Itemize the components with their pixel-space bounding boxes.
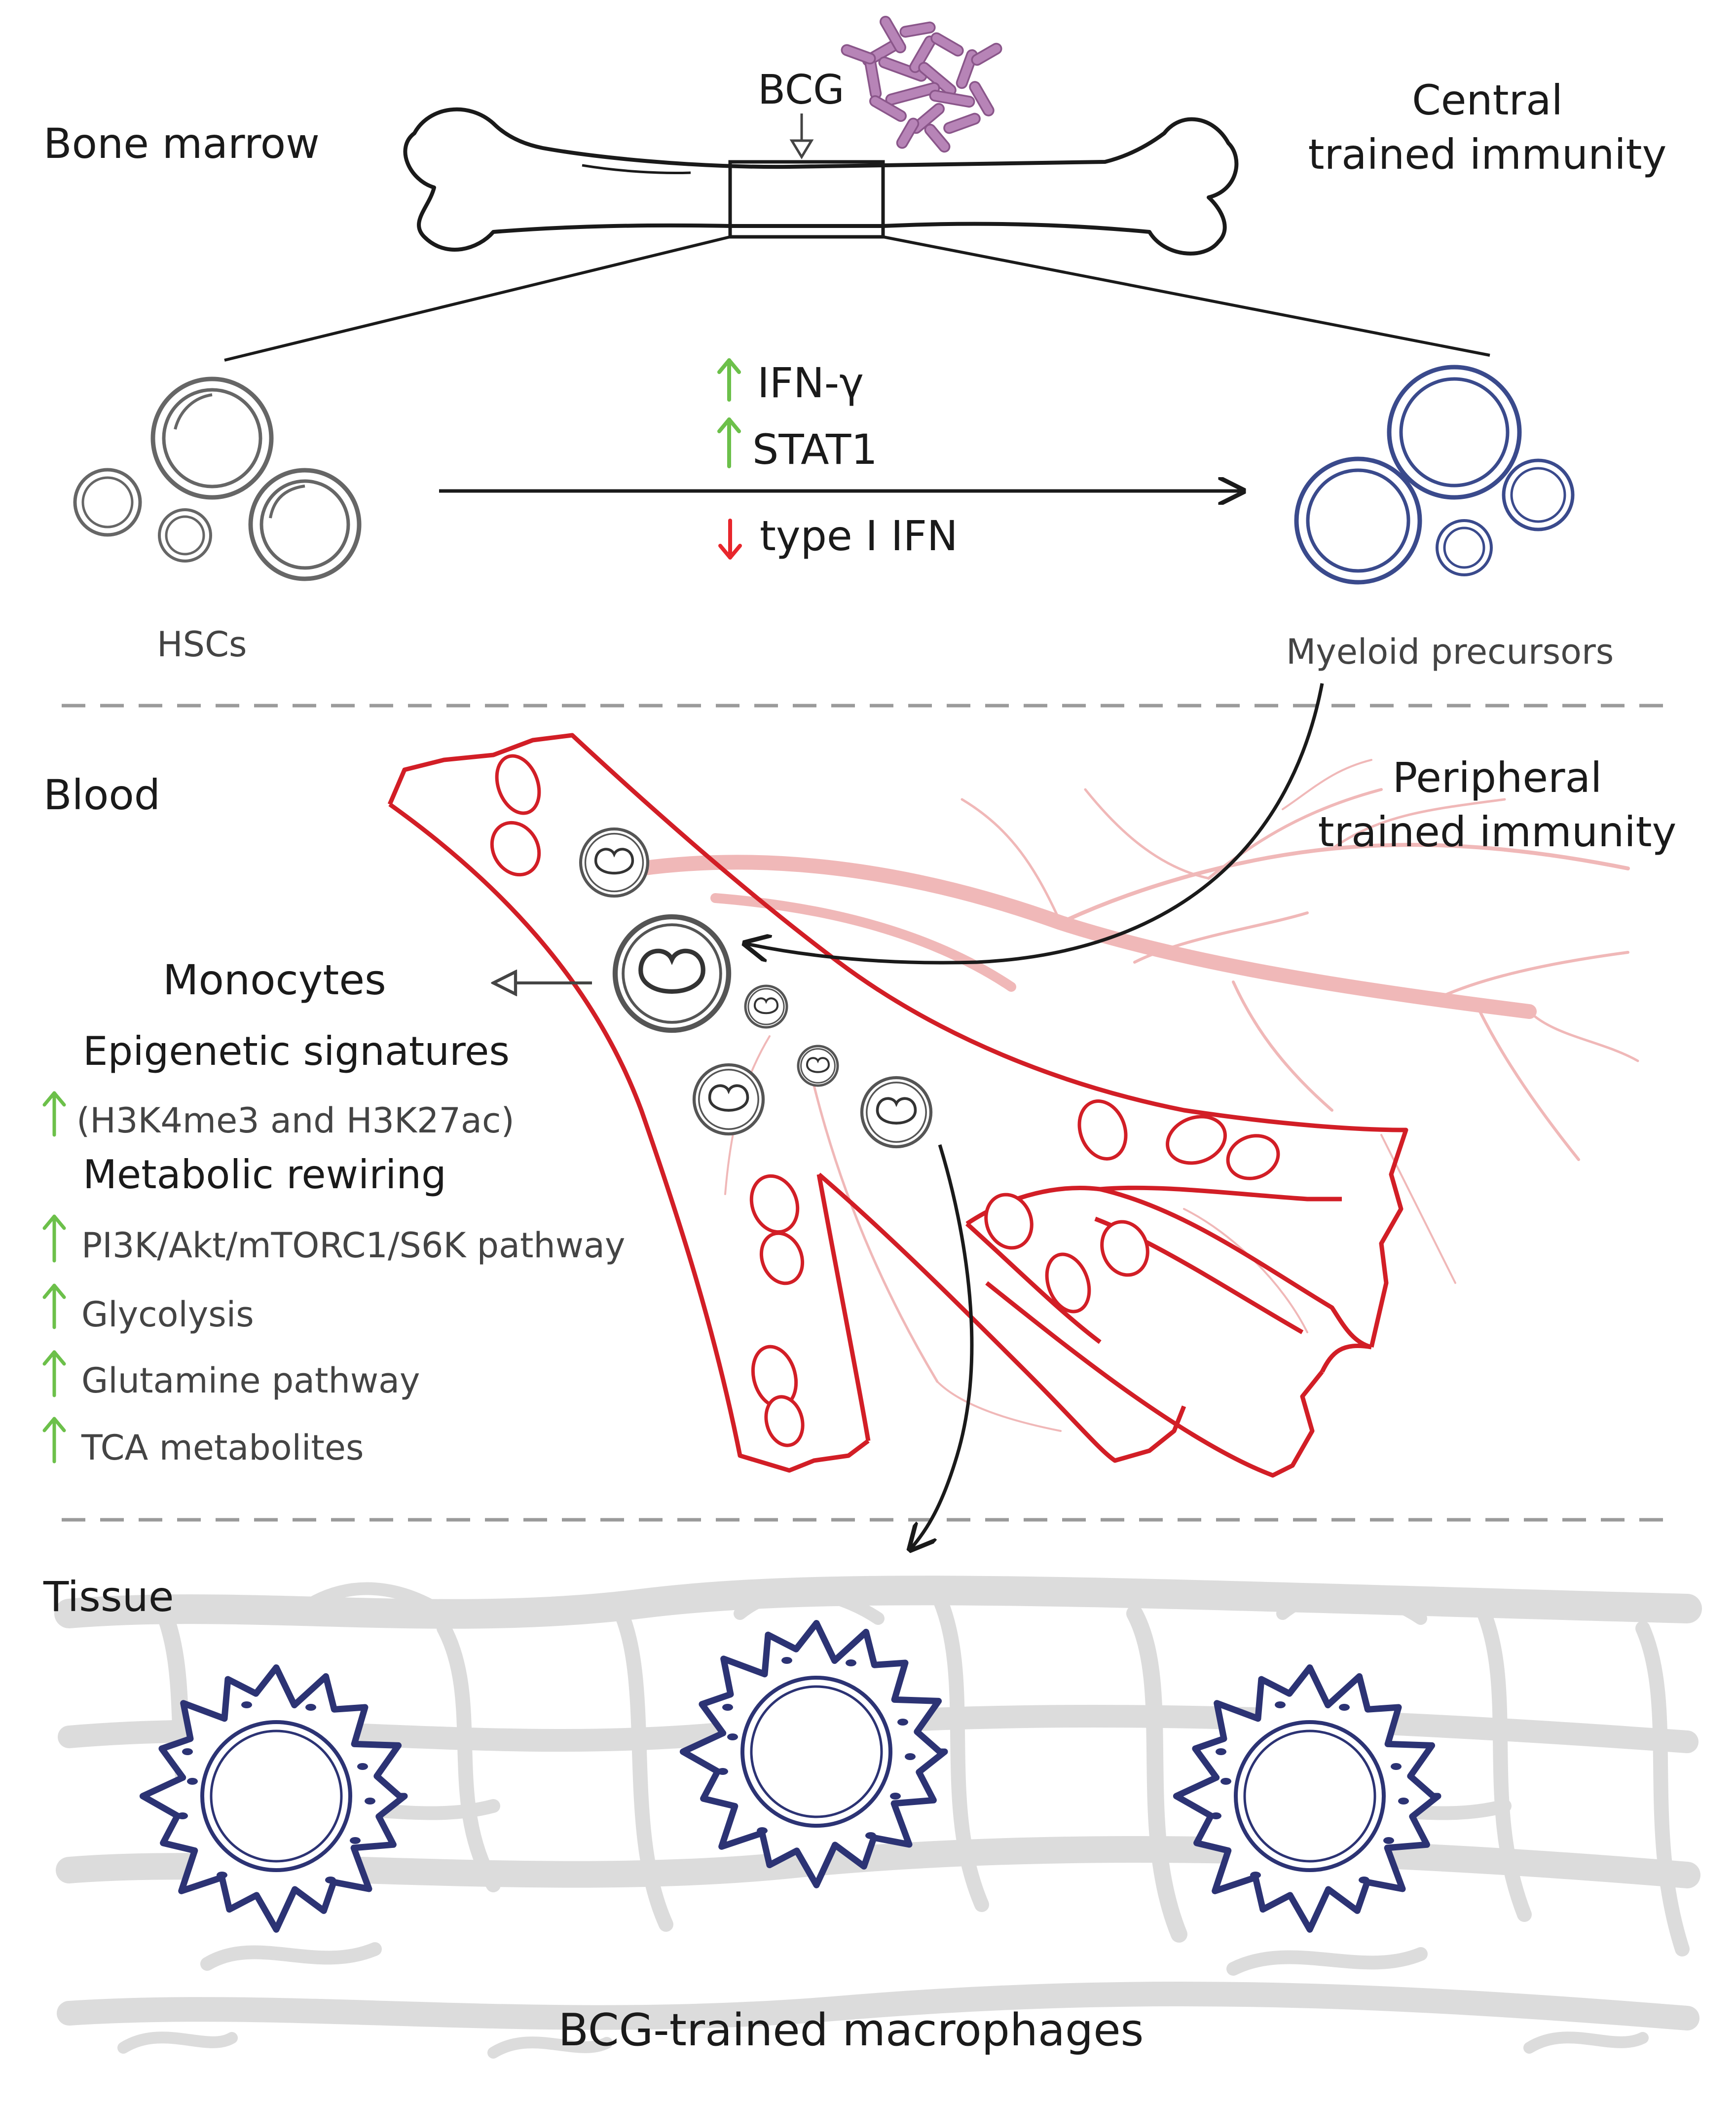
hsc-label: HSCs [157, 624, 247, 665]
signal-arrows [717, 358, 742, 560]
central-title-line2: trained immunity [1308, 130, 1667, 179]
bacterium-icon [912, 105, 943, 132]
macrophage-cells [139, 1620, 1441, 1933]
bacterium-icon [887, 83, 938, 104]
signal-label-stat1: STAT1 [752, 425, 878, 474]
macrophage-cell [139, 1664, 408, 1933]
bacterium-icon [945, 114, 979, 132]
migration-arrow-to-blood [745, 683, 1324, 965]
section-label-blood: Blood [43, 771, 160, 819]
signal-label-ifn-gamma: IFN-γ [757, 359, 864, 407]
epigenetic-item: (H3K4me3 and H3K27ac) [76, 1100, 515, 1141]
bcg-arrow [789, 113, 814, 159]
hsc-cells [73, 376, 362, 581]
monocyte-small [692, 1063, 765, 1136]
up-arrow-icon [42, 1350, 66, 1397]
metabolic-heading: Metabolic rewiring [83, 1152, 446, 1198]
monocyte-tiny [797, 1045, 839, 1087]
monocyte-tiny [744, 984, 788, 1029]
up-arrow-icon [717, 417, 741, 468]
migration-arrow-to-tissue [910, 1144, 974, 1549]
bacterium-icon [880, 58, 926, 80]
bacterium-icon [881, 17, 905, 52]
metabolic-item-glycolysis: Glycolysis [81, 1294, 254, 1335]
macrophage-label: BCG-trained macrophages [558, 2004, 1144, 2056]
bacterium-icon [973, 44, 1000, 64]
down-arrow-icon [718, 519, 742, 560]
bacterium-icon [970, 82, 993, 115]
bacterium-icon [901, 23, 934, 36]
bacterium-icon [871, 97, 905, 120]
bacterium-icon [931, 91, 973, 106]
bacterium-icon [843, 45, 874, 63]
zoom-line-left [224, 235, 731, 362]
signal-label-type-i-ifn: type I IFN [760, 512, 958, 560]
bacterium-icon [898, 119, 918, 147]
up-arrow-icon [42, 1283, 66, 1329]
up-arrow-icon [42, 1417, 66, 1464]
zoom-line-right [883, 235, 1490, 357]
myeloid-precursor-cells [1294, 365, 1575, 585]
up-arrow-icon [717, 358, 741, 402]
metabolic-item-tca: TCA metabolites [81, 1428, 364, 1468]
monocytes-label: Monocytes [163, 956, 386, 1004]
monocyte-large [612, 914, 732, 1033]
macrophage-cell [1173, 1664, 1441, 1933]
myeloid-label: Myeloid precursors [1286, 632, 1614, 672]
bcg-label: BCG [758, 67, 845, 113]
metabolic-item-pi3k: PI3K/Akt/mTORC1/S6K pathway [81, 1225, 625, 1266]
bacterium-icon [932, 34, 962, 55]
up-arrow-icon [42, 1091, 66, 1137]
bacterium-icon [926, 125, 949, 151]
metabolic-item-glutamine: Glutamine pathway [81, 1360, 420, 1401]
peripheral-title-line2: trained immunity [1318, 808, 1677, 856]
up-arrow-icon [42, 1214, 66, 1263]
monocyte-cells [579, 827, 933, 1149]
labels: Bone marrow BCG Central trained immunity… [43, 67, 1676, 2056]
monocyte-small [860, 1076, 933, 1149]
central-title-line1: Central [1412, 76, 1563, 124]
epigenetic-heading: Epigenetic signatures [83, 1028, 510, 1074]
section-label-bone-marrow: Bone marrow [43, 119, 320, 168]
bacterium-icon [866, 60, 880, 98]
peripheral-title-line1: Peripheral [1393, 753, 1602, 802]
bone-zoom-box [728, 160, 885, 239]
bacterium-icon [958, 51, 976, 87]
bcg-bacteria-cluster [841, 16, 1002, 153]
bacterium-icon [920, 64, 955, 94]
section-label-tissue: Tissue [43, 1573, 174, 1621]
capillary-network [634, 759, 1639, 1432]
bone-illustration [403, 107, 1239, 256]
bacterium-icon [911, 37, 934, 72]
blood-up-arrows [42, 1091, 66, 1464]
monocyte-small [579, 827, 650, 898]
macrophage-cell [679, 1620, 948, 1888]
red-blood-cells [490, 754, 1280, 1447]
